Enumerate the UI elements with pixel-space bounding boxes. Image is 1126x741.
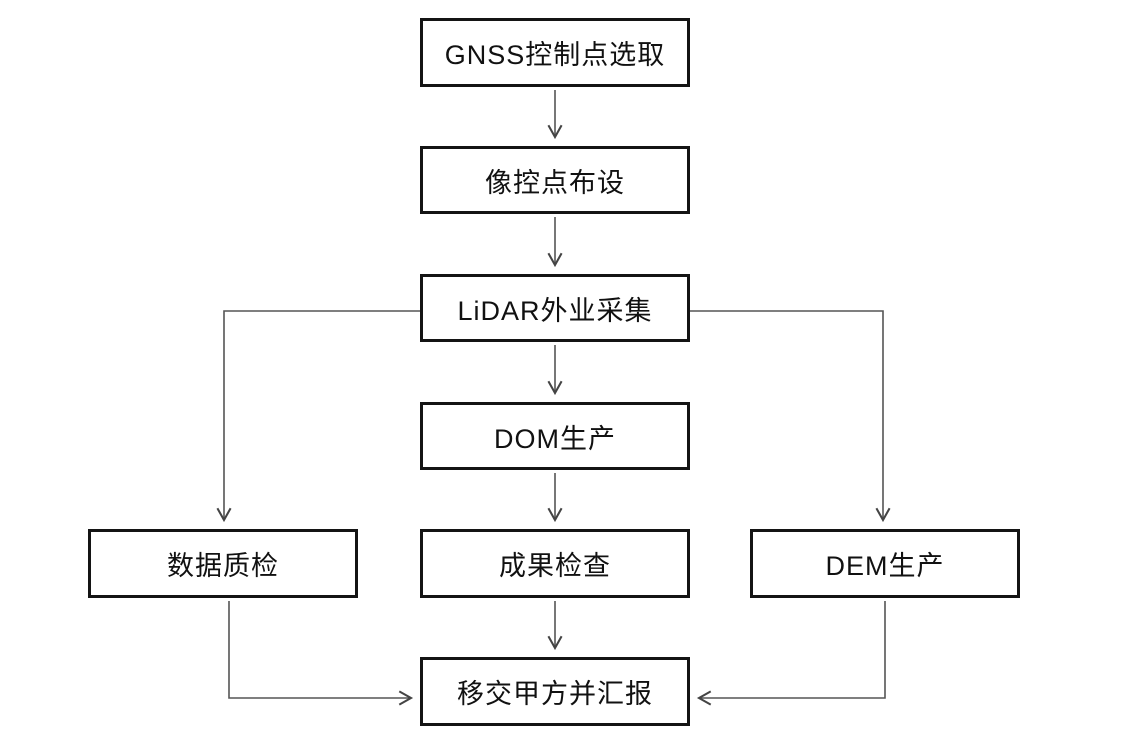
node-dem-production: DEM生产 [750,529,1020,598]
node-result-inspection: 成果检查 [420,529,690,598]
node-handover-and-report: 移交甲方并汇报 [420,657,690,726]
node-label: GNSS控制点选取 [444,40,666,70]
edge-lidar-to-data-qc [216,310,420,523]
node-lidar-field-collection: LiDAR外业采集 [420,274,690,342]
node-label: DEM生产 [825,551,945,581]
node-label: DOM生产 [494,423,616,454]
edge-lidar-to-dem [690,310,891,523]
node-gnss-control-point-selection: GNSS控制点选取 [420,18,690,87]
edge-data-qc-to-handover [228,601,414,706]
node-label: 成果检查 [499,551,611,581]
node-data-quality-check: 数据质检 [88,529,358,598]
node-label: LiDAR外业采集 [457,295,653,326]
node-label: 移交甲方并汇报 [457,679,653,709]
edge-dem-to-handover [696,601,886,706]
node-dom-production: DOM生产 [420,402,690,470]
node-label: 像控点布设 [485,167,625,198]
node-image-control-point-layout: 像控点布设 [420,146,690,214]
node-label: 数据质检 [167,551,279,581]
